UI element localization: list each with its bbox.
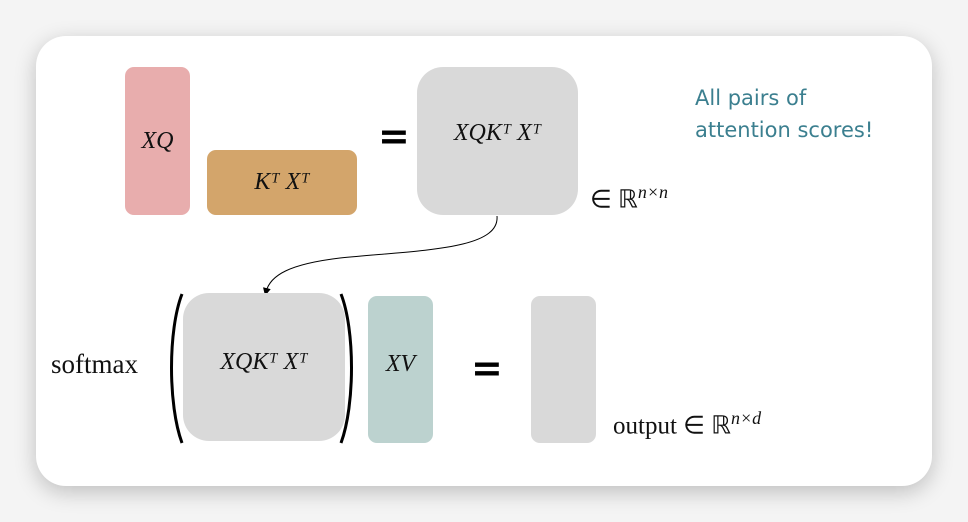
xq-matrix: XQ xyxy=(125,67,190,215)
scores-dimension: ∈ ℝn×n xyxy=(590,182,668,214)
output-sup: n×d xyxy=(730,408,762,428)
attention-note: All pairs of attention scores! xyxy=(695,82,873,146)
equals-sign-bottom: = xyxy=(471,346,503,390)
note-line-1: All pairs of xyxy=(695,86,807,110)
xq-label: XQ xyxy=(141,127,174,154)
output-prefix: output ∈ ℝ xyxy=(613,412,731,440)
xv-label: XV xyxy=(385,351,416,377)
dim-sup: n×n xyxy=(637,182,668,202)
note-line-2: attention scores! xyxy=(695,118,874,142)
kx-matrix: Kᵀ Xᵀ xyxy=(207,150,357,215)
softmax-label: softmax xyxy=(51,349,138,379)
output-dimension: output ∈ ℝn×d xyxy=(613,408,761,440)
softmax-scores-matrix: XQKᵀ Xᵀ xyxy=(183,293,345,441)
scores-matrix: XQKᵀ Xᵀ xyxy=(417,67,578,215)
kx-label: Kᵀ Xᵀ xyxy=(254,169,310,195)
xv-matrix: XV xyxy=(368,296,433,443)
softmax-scores-label: XQKᵀ Xᵀ xyxy=(220,348,308,375)
output-matrix xyxy=(531,296,596,443)
dim-prefix: ∈ ℝ xyxy=(590,186,638,214)
equals-sign-top: = xyxy=(378,114,410,158)
scores-label: XQKᵀ Xᵀ xyxy=(453,119,542,146)
